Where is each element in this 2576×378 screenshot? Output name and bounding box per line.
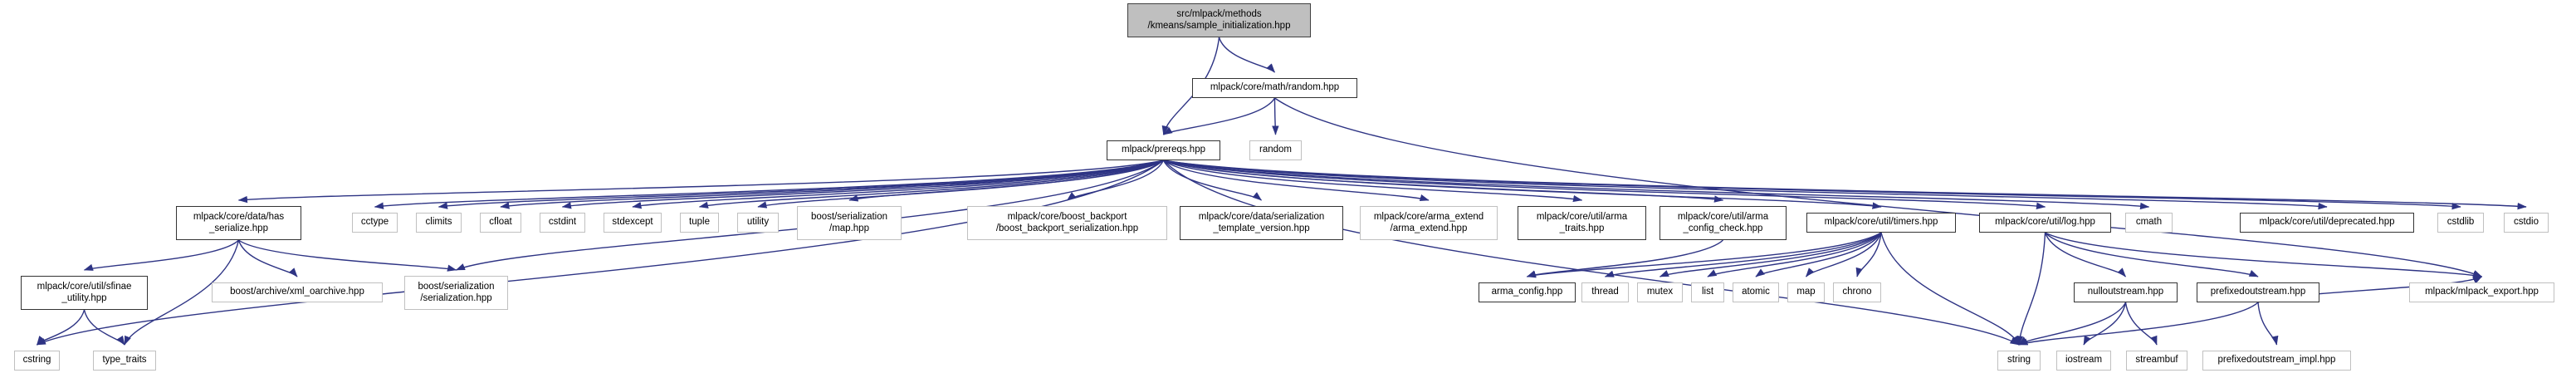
graph-edge-prereqs-to-deprecated <box>1163 160 2328 210</box>
graph-edge-prereqs-to-cstdio <box>1163 160 2527 210</box>
graph-node-streambuf[interactable]: streambuf <box>2126 351 2187 371</box>
graph-node-string[interactable]: string <box>1997 351 2041 371</box>
graph-node-climits[interactable]: climits <box>416 213 462 233</box>
graph-edge-prereqs-to-timers <box>1163 160 1882 209</box>
graph-node-arma_extend[interactable]: mlpack/core/arma_extend /arma_extend.hpp <box>1360 206 1498 240</box>
graph-edge-log_hpp-to-prefixedout <box>2044 232 2259 277</box>
graph-node-root[interactable]: src/mlpack/methods /kmeans/sample_initia… <box>1127 3 1311 37</box>
graph-node-list[interactable]: list <box>1691 282 1724 302</box>
graph-node-cmath[interactable]: cmath <box>2125 213 2173 233</box>
graph-node-mlpack_export[interactable]: mlpack/mlpack_export.hpp <box>2409 282 2554 302</box>
graph-node-cstring[interactable]: cstring <box>14 351 60 371</box>
graph-node-arma_config[interactable]: arma_config.hpp <box>1479 282 1576 302</box>
graph-edge-has_serialize-to-sfinae <box>83 239 240 271</box>
graph-node-thread[interactable]: thread <box>1581 282 1629 302</box>
graph-edge-prereqs-to-cstdint <box>561 160 1164 209</box>
graph-edge-prereqs-to-boost_backport <box>1066 160 1165 201</box>
graph-node-random_std[interactable]: random <box>1249 140 1302 160</box>
graph-edge-prereqs-to-cctype <box>374 160 1164 209</box>
graph-node-random_hpp[interactable]: mlpack/core/math/random.hpp <box>1192 78 1357 98</box>
graph-edge-prereqs-to-has_serialize <box>237 160 1164 204</box>
graph-edge-nulloutstream-to-streambuf <box>2124 302 2158 346</box>
graph-edge-prereqs-to-ser_template <box>1162 160 1263 201</box>
graph-node-cstdint[interactable]: cstdint <box>540 213 585 233</box>
graph-edge-prereqs-to-string <box>1163 160 2020 346</box>
graph-node-tuple[interactable]: tuple <box>680 213 719 233</box>
graph-node-cstdlib[interactable]: cstdlib <box>2437 213 2484 233</box>
graph-edge-random_hpp-to-random_std <box>1272 97 1279 135</box>
graph-node-ser_template[interactable]: mlpack/core/data/serialization _template… <box>1180 206 1343 240</box>
graph-edge-has_serialize-to-boost_ser <box>238 239 457 272</box>
graph-edge-prereqs-to-cstdlib <box>1163 160 2461 210</box>
graph-edge-nulloutstream-to-iostream <box>2083 302 2127 346</box>
graph-node-atomic[interactable]: atomic <box>1733 282 1779 302</box>
graph-edge-prefixedout-to-string <box>2018 302 2259 346</box>
graph-node-prereqs[interactable]: mlpack/prereqs.hpp <box>1107 140 1220 160</box>
graph-node-deprecated[interactable]: mlpack/core/util/deprecated.hpp <box>2240 213 2414 233</box>
graph-edge-prereqs-to-arma_extend <box>1163 160 1430 202</box>
graph-edge-prereqs-to-utility <box>757 160 1164 209</box>
graph-edge-log_hpp-to-nulloutstream <box>2044 232 2127 277</box>
graph-node-stdexcept[interactable]: stdexcept <box>604 213 662 233</box>
graph-node-mutex[interactable]: mutex <box>1637 282 1683 302</box>
graph-edge-prereqs-to-stdexcept <box>632 160 1164 209</box>
graph-node-has_serialize[interactable]: mlpack/core/data/has _serialize.hpp <box>176 206 301 240</box>
graph-edge-prereqs-to-cstring <box>36 160 1164 346</box>
graph-edge-sfinae-to-cstring <box>36 309 86 346</box>
graph-edge-prereqs-to-arma_traits <box>1163 160 1583 203</box>
graph-node-boost_ser[interactable]: boost/serialization /serialization.hpp <box>404 276 508 310</box>
graph-edge-prereqs-to-cfloat <box>500 160 1164 209</box>
graph-edge-timers-to-string <box>1880 232 2020 346</box>
graph-node-arma_cfg_check[interactable]: mlpack/core/util/arma _config_check.hpp <box>1659 206 1787 240</box>
graph-edge-log_hpp-to-mlpack_export <box>2045 232 2483 278</box>
graph-node-timers[interactable]: mlpack/core/util/timers.hpp <box>1806 213 1956 233</box>
graph-node-utility[interactable]: utility <box>737 213 779 233</box>
graph-node-prefixedout[interactable]: prefixedoutstream.hpp <box>2197 282 2319 302</box>
graph-edge-prereqs-to-boost_map <box>848 160 1164 202</box>
graph-edge-timers-to-chrono <box>1855 232 1882 277</box>
graph-edge-prereqs-to-cmath <box>1163 160 2150 210</box>
graph-edge-prereqs-to-log_hpp <box>1163 160 2046 210</box>
graph-node-map[interactable]: map <box>1787 282 1825 302</box>
graph-node-log_hpp[interactable]: mlpack/core/util/log.hpp <box>1979 213 2111 233</box>
graph-edge-root-to-random_hpp <box>1218 37 1276 73</box>
graph-edge-has_serialize-to-xml_oarchive <box>237 239 298 277</box>
graph-node-chrono[interactable]: chrono <box>1833 282 1881 302</box>
graph-node-nulloutstream[interactable]: nulloutstream.hpp <box>2074 282 2178 302</box>
graph-node-prefixed_impl[interactable]: prefixedoutstream_impl.hpp <box>2202 351 2351 371</box>
graph-node-cstdio[interactable]: cstdio <box>2504 213 2549 233</box>
graph-edge-prereqs-to-climits <box>437 160 1164 209</box>
graph-edge-nulloutstream-to-string <box>2018 302 2127 346</box>
graph-node-boost_backport[interactable]: mlpack/core/boost_backport /boost_backpo… <box>967 206 1167 240</box>
graph-node-boost_map[interactable]: boost/serialization /map.hpp <box>797 206 902 240</box>
graph-edge-prereqs-to-tuple <box>698 160 1164 209</box>
graph-node-cfloat[interactable]: cfloat <box>480 213 521 233</box>
graph-node-iostream[interactable]: iostream <box>2056 351 2111 371</box>
graph-edge-prereqs-to-arma_cfg_check <box>1163 160 1724 203</box>
graph-edge-timers-to-map <box>1805 232 1882 277</box>
graph-edge-random_hpp-to-prereqs <box>1162 97 1276 135</box>
graph-node-cctype[interactable]: cctype <box>352 213 398 233</box>
graph-edge-log_hpp-to-string <box>2016 232 2046 346</box>
graph-node-type_traits[interactable]: type_traits <box>93 351 156 371</box>
graph-node-sfinae[interactable]: mlpack/core/util/sfinae _utility.hpp <box>21 276 148 310</box>
graph-edge-prefixedout-to-prefixed_impl <box>2257 302 2279 346</box>
graph-edge-sfinae-to-type_traits <box>83 309 125 346</box>
graph-edge-arma_cfg_check-to-arma_config <box>1526 239 1723 277</box>
graph-node-arma_traits[interactable]: mlpack/core/util/arma _traits.hpp <box>1518 206 1646 240</box>
graph-edge-random_hpp-to-mlpack_export <box>1274 97 2483 277</box>
graph-node-xml_oarchive[interactable]: boost/archive/xml_oarchive.hpp <box>212 282 383 302</box>
